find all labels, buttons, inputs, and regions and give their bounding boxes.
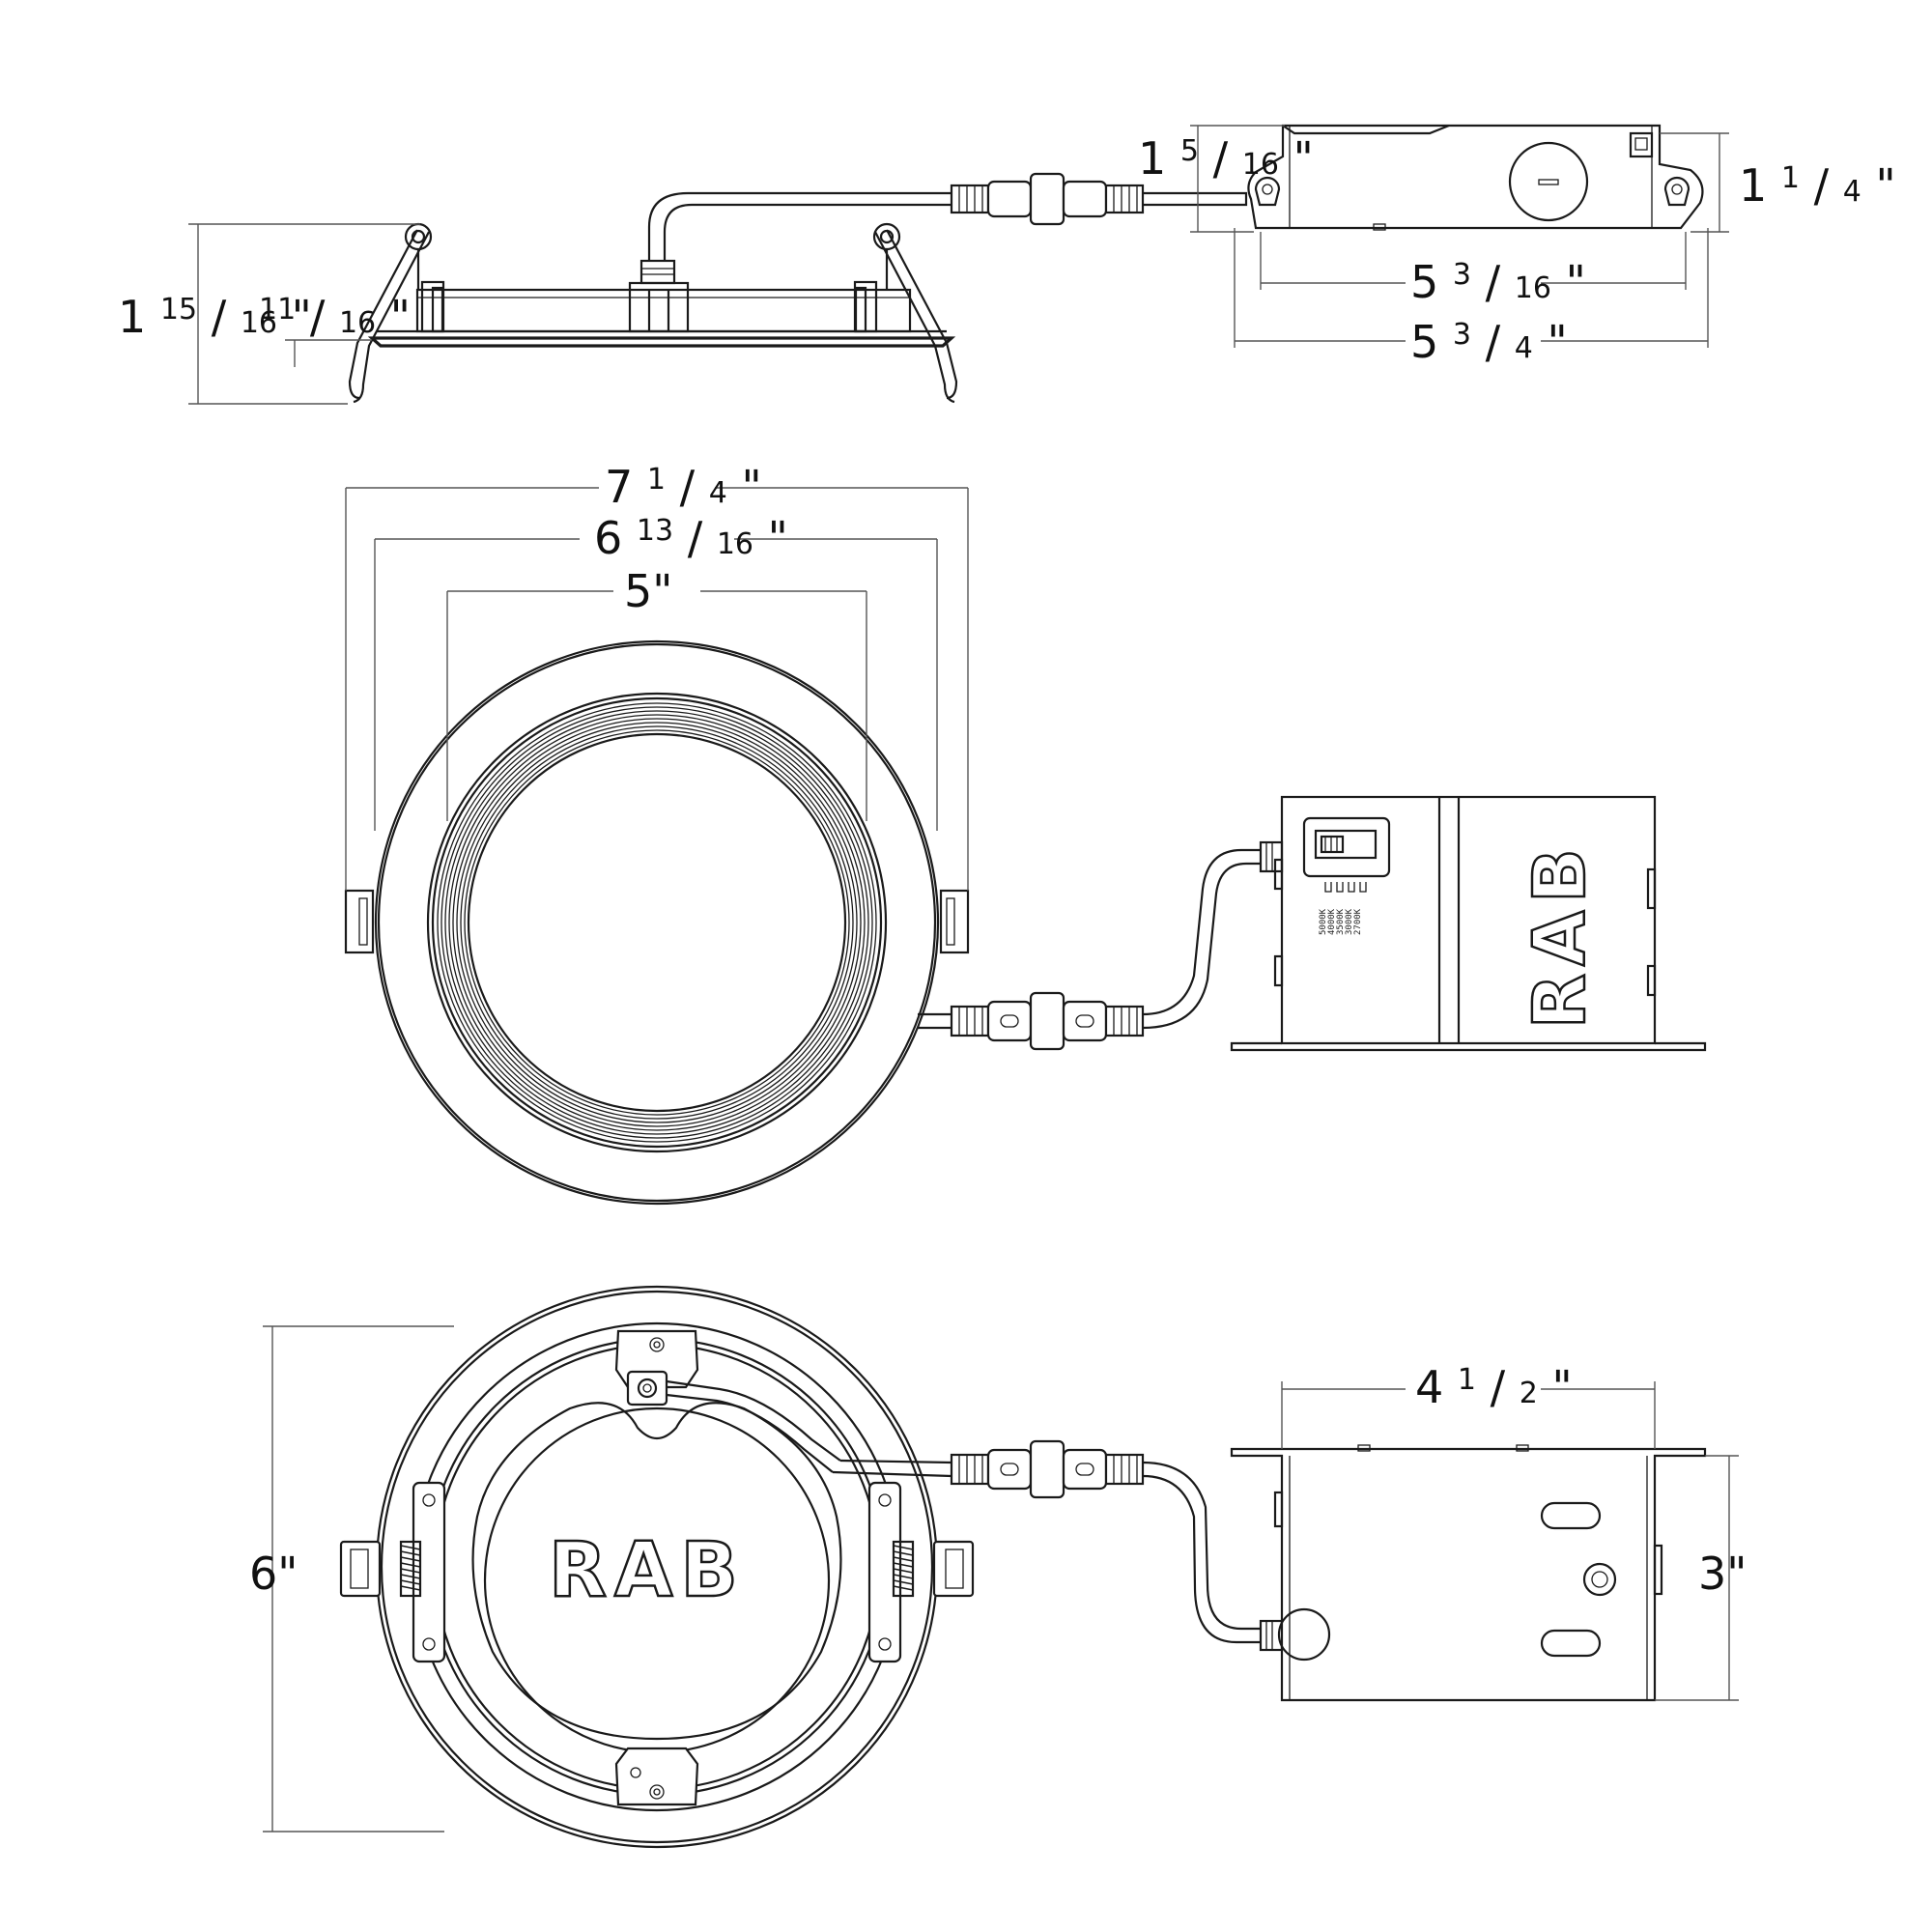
side-elevation-view (348, 191, 958, 404)
front-dimension-lines (345, 487, 969, 891)
cct-label-3500k: 3500K (1336, 908, 1346, 935)
side-dimension-lines (188, 125, 1729, 405)
quick-connector-top (950, 172, 1248, 226)
quick-connector-middle (950, 840, 1284, 1051)
dim-junction-box-offset: 1 5 / 16 " (1138, 119, 1314, 185)
rab-logo-back: RAB (549, 1527, 746, 1614)
cct-label-4000k: 4000K (1327, 908, 1337, 935)
dim-junction-box-inner-width: 5 3 / 16 " (1410, 242, 1586, 308)
quick-connector-bottom (832, 1439, 1331, 1662)
dim-junction-box-height: 1 1 / 4 " (1739, 146, 1896, 212)
dim-trim-diameter: 6 13 / 16 " (594, 498, 788, 564)
cct-label-5000k: 5000K (1319, 908, 1328, 935)
dim-side-flange-height: 11 / 16 " (259, 277, 411, 343)
driver-box-top-view: 5000K 4000K 3500K 3000K 2700K RAB (1230, 795, 1707, 1052)
dim-box-depth: 3" (1698, 1548, 1747, 1600)
back-view: RAB (339, 1285, 975, 1849)
back-dimension-lines (263, 1325, 1739, 1833)
front-view (344, 639, 970, 1206)
cct-label-2700k: 2700K (1353, 908, 1363, 935)
cct-selector-labels: 5000K 4000K 3500K 3000K 2700K (1319, 908, 1363, 935)
dim-aperture-diameter: 5" (624, 565, 672, 617)
junction-box-side-view (1247, 124, 1704, 231)
dim-cutout-diameter: 6" (249, 1548, 298, 1600)
rab-logo-box: RAB (1519, 840, 1602, 1029)
dim-outer-diameter: 7 1 / 4 " (605, 447, 762, 513)
dim-side-overall-height: 1 15 / 16 " (118, 277, 312, 343)
dim-box-length: 4 1 / 2 " (1415, 1348, 1573, 1413)
dim-junction-box-outer-width: 5 3 / 4 " (1410, 302, 1568, 368)
junction-box-end-view (1230, 1444, 1707, 1702)
cct-label-3000k: 3000K (1345, 908, 1354, 935)
